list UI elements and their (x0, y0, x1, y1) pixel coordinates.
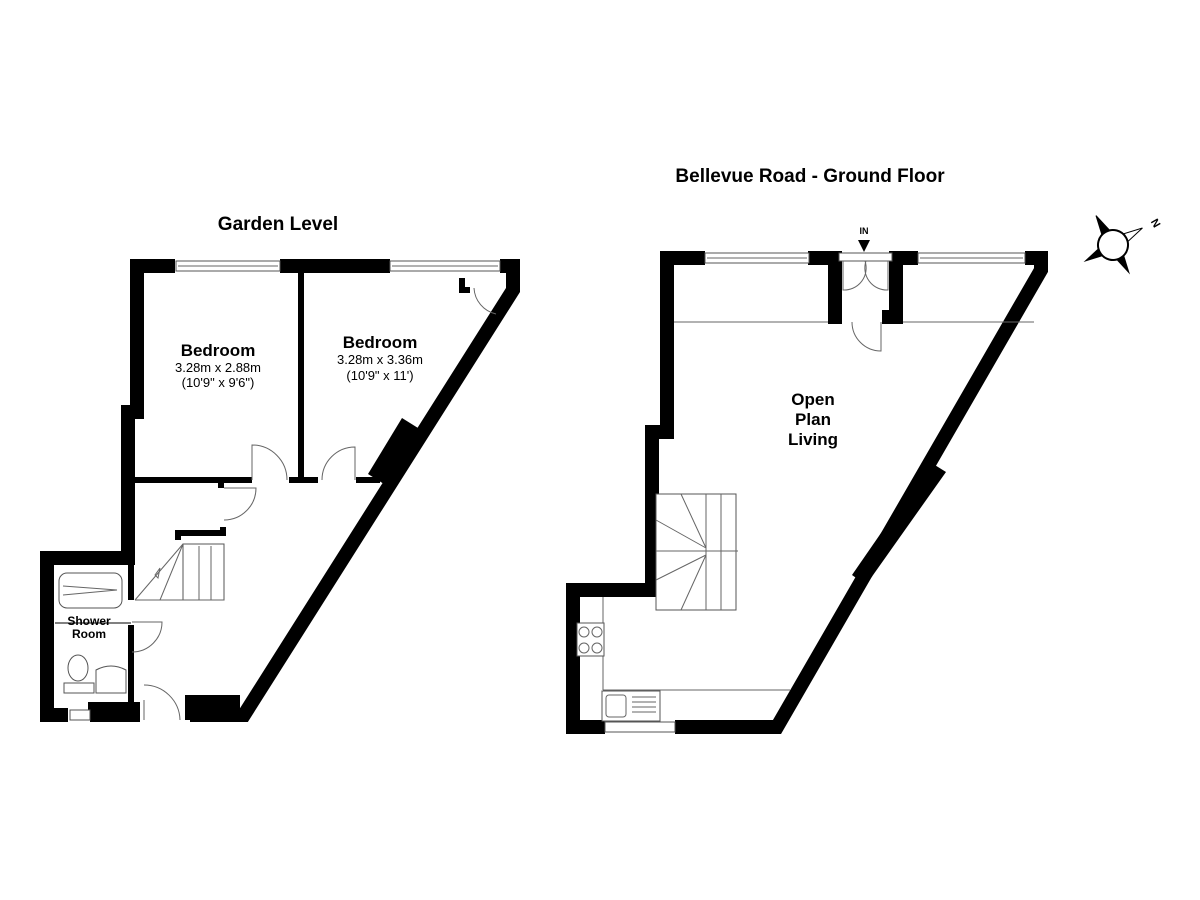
bedroom-1-size-imperial: (10'9" x 9'6") (182, 375, 255, 390)
ground-floor-interior (674, 252, 1034, 352)
wash-basin (95, 665, 127, 694)
bedroom-1-size-metric: 3.28m x 2.88m (175, 360, 261, 375)
living-label-line1: Open (791, 390, 834, 409)
garden-level-stairs (134, 543, 225, 601)
shower-room-label-line2: Room (72, 627, 106, 641)
ground-floor-walls (566, 251, 1048, 734)
ground-floor-windows (604, 252, 1026, 733)
ground-floor-title: Bellevue Road - Ground Floor (675, 166, 945, 187)
sink-icon (601, 690, 661, 722)
bedroom-2-size-metric: 3.28m x 3.36m (337, 352, 423, 367)
bedroom-2-size-imperial: (10'9" x 11') (346, 368, 413, 383)
compass-north-label: N (1148, 217, 1162, 230)
entrance-label: IN (860, 226, 869, 236)
front-door-swing (851, 321, 882, 352)
bedroom-2-label: Bedroom (343, 333, 418, 352)
garden-level-walls (40, 259, 520, 722)
garden-level-plan: Garden Level Bedroom 3.28m x 2.88m (10'9… (40, 214, 520, 722)
shower-room-fixtures (58, 572, 127, 694)
garden-level-title: Garden Level (218, 214, 338, 235)
garden-level-doors (131, 287, 497, 721)
living-label-line3: Living (788, 430, 838, 449)
living-label-line2: Plan (795, 410, 831, 429)
ground-floor-stairs (655, 493, 738, 611)
bedroom-1-label: Bedroom (181, 341, 256, 360)
shower-room-label-line1: Shower (67, 614, 111, 628)
garden-level-windows (69, 260, 501, 721)
shower-tray (58, 572, 123, 609)
hob-icon (576, 622, 605, 657)
toilet (67, 654, 89, 682)
entrance-arrow-icon (858, 240, 870, 252)
compass-icon (1083, 215, 1143, 275)
ground-floor-plan: IN Bellevue Road - Ground Floor Open Pla… (566, 166, 1048, 734)
kitchen-fixtures (576, 597, 790, 722)
